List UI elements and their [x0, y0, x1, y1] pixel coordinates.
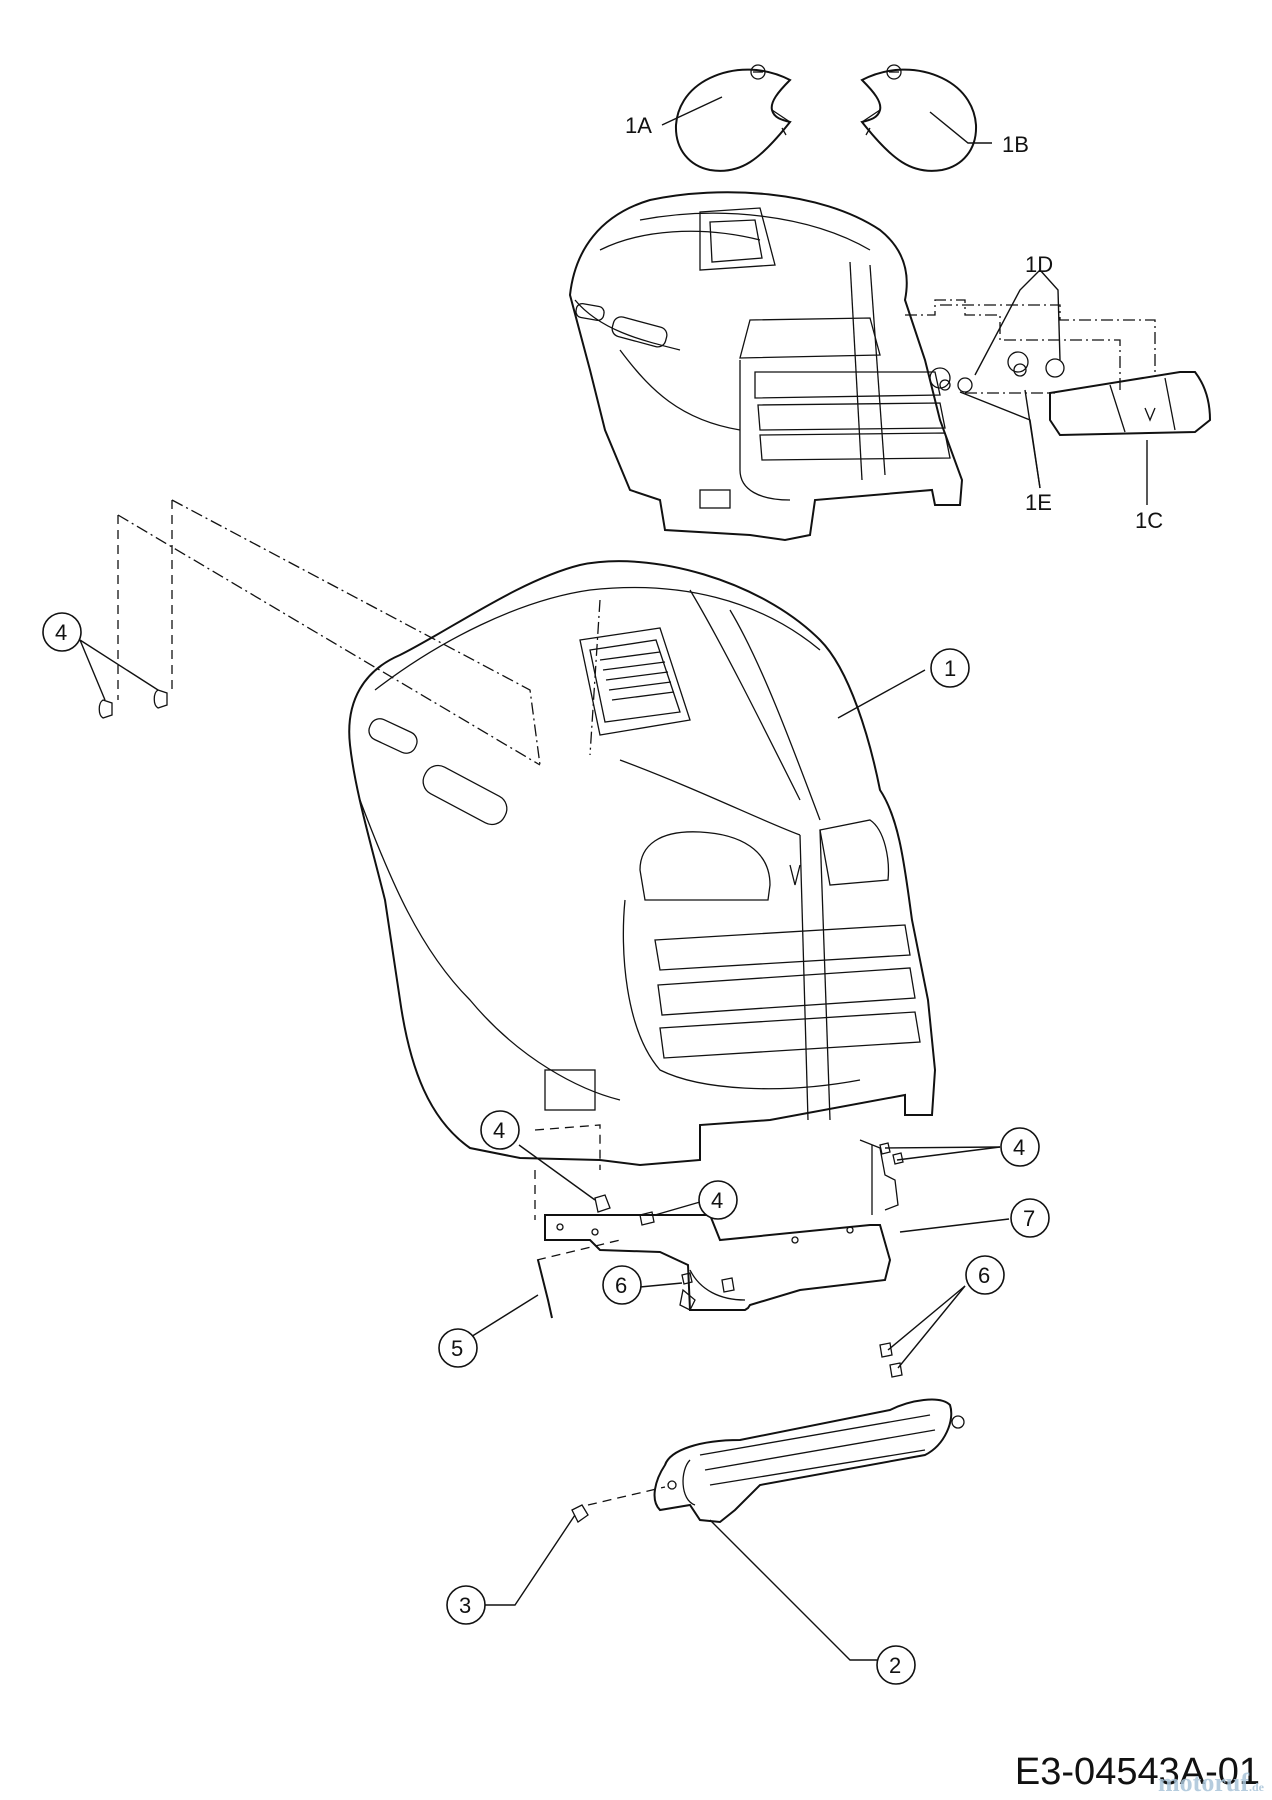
hood-main-1: [348, 560, 937, 1167]
callout-1c: 1C: [1135, 508, 1163, 533]
headlight-lens-1c: [1049, 371, 1212, 437]
leader-lines: [79, 96, 1148, 1661]
bolt-3: [571, 1504, 589, 1523]
callout-3: 3: [459, 1593, 471, 1618]
callout-5: 5: [451, 1336, 463, 1361]
callout-1a: 1A: [625, 113, 652, 138]
callout-1d: 1D: [1025, 252, 1053, 277]
callout-4-upper: 4: [55, 620, 67, 645]
watermark-logo: motoruf.de: [1158, 1768, 1264, 1798]
decal-1b: [860, 64, 978, 172]
callout-6-left: 6: [615, 1273, 627, 1298]
watermark-suffix: .de: [1249, 1780, 1264, 1794]
drawing-number: E3-04543A-01: [1014, 1751, 1260, 1793]
bracket-7: [544, 1139, 899, 1311]
decal-1a: [674, 64, 792, 172]
watermark-text: motoruf: [1158, 1768, 1249, 1797]
bolts-6: [679, 1272, 903, 1378]
callout-2: 2: [889, 1653, 901, 1678]
callout-1b: 1B: [1002, 132, 1029, 157]
callout-1e: 1E: [1025, 490, 1052, 515]
callout-4-bracket-mid: 4: [711, 1188, 723, 1213]
bolts-4-upper: [98, 689, 168, 719]
callout-1: 1: [944, 656, 956, 681]
callout-6-right: 6: [978, 1263, 990, 1288]
callout-4-bracket-right: 4: [1013, 1135, 1025, 1160]
pin-5: [537, 1259, 553, 1319]
front-bumper-2: [653, 1398, 965, 1524]
callout-4-bracket-left: 4: [493, 1118, 505, 1143]
bulbs-1d-1e: [929, 351, 1065, 393]
hood-assembly-small: [568, 191, 964, 542]
bolts-4-lower: [594, 1142, 904, 1226]
callout-7: 7: [1023, 1206, 1035, 1231]
